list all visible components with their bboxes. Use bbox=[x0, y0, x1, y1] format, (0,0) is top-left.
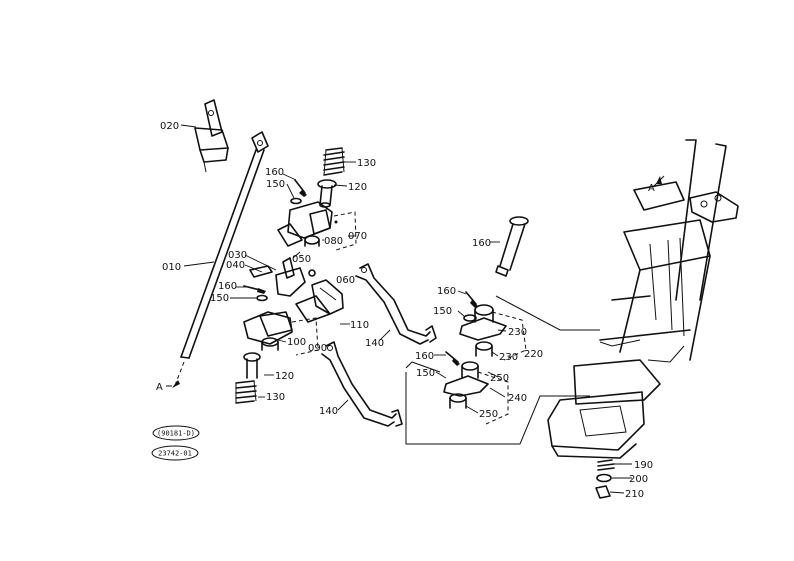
part-250-shifter-lower bbox=[443, 361, 509, 425]
part-100-lever-lower bbox=[243, 311, 319, 356]
label-110: 110 bbox=[350, 320, 369, 331]
ref-code-2: 23742-01 bbox=[158, 450, 192, 458]
label-150-c: 150 bbox=[433, 306, 452, 317]
part-labels: 020 010 030 040 160 150 160 150 130 120 … bbox=[156, 121, 655, 500]
part-160-150-central bbox=[445, 291, 478, 366]
label-210: 210 bbox=[625, 489, 644, 500]
part-230-shifter-upper bbox=[459, 304, 527, 361]
label-130-b: 130 bbox=[266, 392, 285, 403]
view-arrow-a-right bbox=[656, 176, 662, 184]
label-150-d: 150 bbox=[416, 368, 435, 379]
label-140-a: 140 bbox=[365, 338, 384, 349]
part-160-150-upper bbox=[290, 179, 307, 205]
reference-codes: (90181-D) 23742-01 bbox=[151, 425, 200, 461]
leader-lines bbox=[180, 124, 632, 494]
assembly-lines bbox=[405, 295, 600, 445]
part-140-arm-upper bbox=[355, 263, 437, 345]
label-020: 020 bbox=[160, 121, 179, 132]
label-030: 030 bbox=[228, 250, 247, 261]
ref-code-1: (90181-D) bbox=[157, 430, 195, 438]
view-arrow-a-left bbox=[166, 380, 180, 388]
label-160-e: 160 bbox=[415, 351, 434, 362]
part-120-pin-lower bbox=[243, 352, 261, 379]
part-010-rod bbox=[173, 131, 269, 389]
label-120-a: 120 bbox=[348, 182, 367, 193]
label-230-b: 230 bbox=[499, 352, 518, 363]
label-view-a-left: A bbox=[156, 382, 163, 393]
label-160-a: 160 bbox=[218, 281, 237, 292]
part-190-200-210 bbox=[595, 459, 615, 499]
part-130-spring-lower bbox=[235, 380, 257, 404]
part-130-spring-upper bbox=[323, 147, 345, 176]
label-120-b: 120 bbox=[275, 371, 294, 382]
label-190: 190 bbox=[634, 460, 653, 471]
part-020-bracket bbox=[194, 99, 229, 173]
label-250-b: 250 bbox=[479, 409, 498, 420]
label-230-a: 230 bbox=[508, 327, 527, 338]
label-040: 040 bbox=[226, 260, 245, 271]
label-100: 100 bbox=[287, 337, 306, 348]
label-160-c: 160 bbox=[472, 238, 491, 249]
label-150-a: 150 bbox=[210, 293, 229, 304]
label-200: 200 bbox=[629, 474, 648, 485]
label-060: 060 bbox=[336, 275, 355, 286]
label-050: 050 bbox=[292, 254, 311, 265]
part-140-arm-lower bbox=[321, 341, 403, 427]
label-130-a: 130 bbox=[357, 158, 376, 169]
part-030-040-050-060 bbox=[249, 251, 316, 297]
label-140-b: 140 bbox=[319, 406, 338, 417]
part-160-bolt bbox=[495, 216, 529, 277]
part-110-block bbox=[295, 279, 344, 323]
part-housing bbox=[547, 139, 739, 459]
label-070: 070 bbox=[348, 231, 367, 242]
label-220: 220 bbox=[524, 349, 543, 360]
label-010: 010 bbox=[162, 262, 181, 273]
label-080-a: 080 bbox=[324, 236, 343, 247]
label-view-a-right: A bbox=[648, 183, 655, 194]
part-070-lever-upper bbox=[277, 201, 357, 251]
label-150-b: 150 bbox=[266, 179, 285, 190]
part-160-150-mid bbox=[243, 285, 268, 302]
label-250-a: 250 bbox=[490, 373, 509, 384]
label-160-d: 160 bbox=[437, 286, 456, 297]
label-240: 240 bbox=[508, 393, 527, 404]
label-090: 090 bbox=[308, 343, 327, 354]
label-160-b: 160 bbox=[265, 167, 284, 178]
